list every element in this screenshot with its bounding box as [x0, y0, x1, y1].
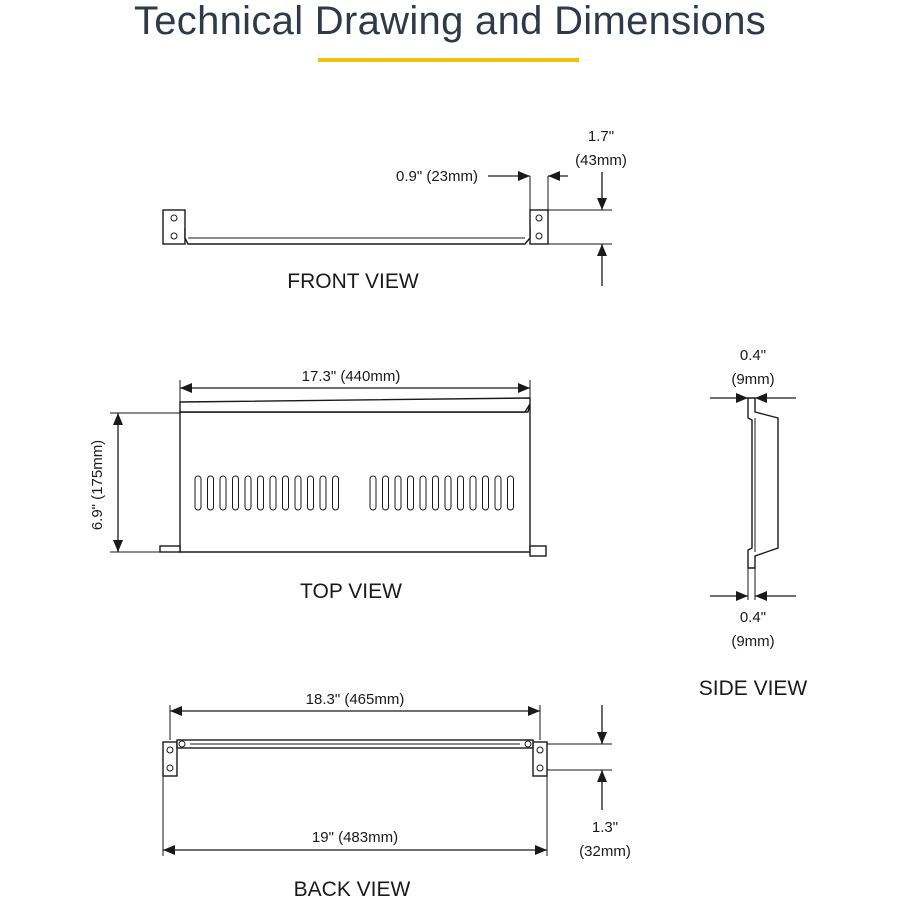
- back-height-label-in: 1.3": [592, 819, 618, 836]
- top-width-label: 17.3" (440mm): [302, 368, 401, 385]
- side-view-label: SIDE VIEW: [699, 677, 808, 700]
- back-inner-width-label: 18.3" (465mm): [306, 691, 405, 708]
- ventilation-slots: [194, 475, 514, 511]
- back-view-label: BACK VIEW: [294, 878, 411, 900]
- back-outer-width-dimension: [162, 776, 548, 856]
- vent-slot-22: [482, 475, 489, 511]
- title-underline: [318, 58, 579, 62]
- vent-slot-7: [269, 475, 277, 511]
- vent-slot-15: [394, 475, 402, 511]
- vent-slot-23: [494, 475, 502, 511]
- front-height-dimension: [548, 172, 612, 286]
- back-height-label-mm: (32mm): [579, 843, 631, 860]
- vent-slot-18: [432, 475, 439, 511]
- vent-slot-3: [219, 475, 227, 511]
- front-tray-body: [184, 228, 531, 245]
- front-height-label-mm: (43mm): [575, 152, 627, 169]
- front-offset-dimension: [488, 171, 568, 210]
- front-right-hole-bottom: [535, 232, 543, 240]
- top-view-label: TOP VIEW: [300, 580, 402, 603]
- vent-slot-6: [257, 475, 264, 511]
- page-title: Technical Drawing and Dimensions: [134, 0, 766, 43]
- vent-slot-13: [369, 475, 377, 511]
- vent-slot-16: [407, 475, 414, 511]
- vent-slot-12: [332, 475, 339, 511]
- top-depth-label: 6.9" (175mm): [89, 440, 106, 530]
- vent-slot-1: [194, 475, 202, 511]
- vent-slot-20: [457, 475, 464, 511]
- side-top-label-in: 0.4": [740, 347, 766, 364]
- front-right-hole-top: [535, 214, 543, 222]
- side-bottom-label-in: 0.4": [740, 609, 766, 626]
- vent-slot-19: [444, 475, 452, 511]
- front-left-hole-bottom: [170, 232, 178, 240]
- top-tray-front-lip: [179, 397, 531, 413]
- vent-slot-17: [419, 475, 427, 511]
- vent-slot-21: [469, 475, 477, 511]
- vent-slot-11: [319, 475, 327, 511]
- side-bottom-label-mm: (9mm): [731, 633, 774, 650]
- vent-slot-5: [244, 475, 252, 511]
- back-right-ear: [532, 741, 548, 777]
- front-height-label-in: 1.7": [588, 128, 614, 145]
- back-height-dimension: [547, 705, 612, 810]
- front-right-ear: [529, 209, 549, 245]
- vent-slot-2: [207, 475, 214, 511]
- top-depth-dimension: [110, 412, 180, 553]
- back-outer-width-label: 19" (483mm): [312, 829, 398, 846]
- back-inner-width-dimension: [169, 705, 541, 740]
- side-bottom-dimension: [710, 568, 796, 601]
- side-bracket-profile: [747, 397, 779, 569]
- top-right-ear: [529, 545, 547, 557]
- side-top-dimension: [710, 393, 796, 403]
- front-view-drawing: [162, 209, 549, 245]
- top-width-dimension: [179, 380, 531, 402]
- vent-slot-10: [307, 475, 314, 511]
- back-view-drawing: [162, 739, 548, 777]
- vent-slot-8: [282, 475, 289, 511]
- vent-slot-4: [232, 475, 239, 511]
- vent-slot-24: [507, 475, 514, 511]
- side-view-drawing: [747, 397, 779, 569]
- vent-slot-9: [294, 475, 302, 511]
- front-left-hole-top: [170, 214, 178, 222]
- front-offset-label: 0.9" (23mm): [396, 168, 478, 185]
- back-left-ear: [162, 741, 178, 777]
- front-left-ear: [162, 209, 186, 245]
- top-left-ear: [159, 545, 181, 553]
- top-view-drawing: [159, 397, 547, 557]
- front-view-label: FRONT VIEW: [287, 270, 419, 293]
- vent-slot-14: [382, 475, 389, 511]
- side-top-label-mm: (9mm): [731, 371, 774, 388]
